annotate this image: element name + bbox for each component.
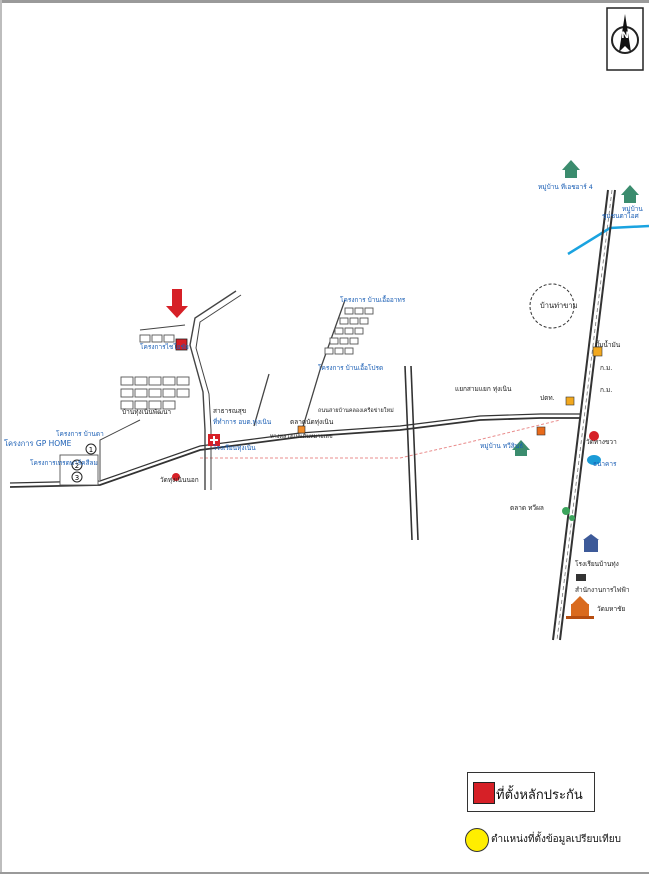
compass-icon: N [606, 7, 644, 71]
label-project-mid: โครงการ บ้านเอื้อโปรด [318, 363, 383, 372]
label-village-top-3: ชุมชนตาไอศ [602, 212, 640, 220]
frame-top [0, 0, 649, 3]
label-project-top-mid: โครงการ บ้านเอื้ออาทร [340, 295, 406, 304]
label-road-mid-2: ถนนสายบ้านคลองเครือข่ายใหม่ [318, 407, 394, 414]
subject-property-marker[interactable] [175, 338, 188, 351]
svg-text:1: 1 [89, 446, 93, 454]
school-right-icon [583, 534, 599, 552]
label-temple-bottom: วัดมหาชัย [597, 605, 626, 613]
market-icon [297, 425, 306, 434]
subject-arrow-icon [166, 289, 188, 318]
legend-comparison-swatch [465, 828, 489, 852]
label-gas: ปั๊มน้ำมัน [595, 340, 621, 349]
label-project-left-3: โครงการเทรดพาร์คสีลม [30, 459, 98, 467]
label-junction: แยกสามแยก ทุ่งเนิน [455, 385, 512, 393]
comparable-marker-3[interactable]: 3 [71, 471, 83, 483]
label-village-left: บ้านทุ่งเนินพัฒนา [122, 408, 171, 416]
frame-bottom [0, 872, 649, 874]
label-ban-tha-kham: บ้านท่าขาม [540, 301, 578, 310]
temple-right-icon [589, 431, 599, 441]
label-village-top-1: หมู่บ้าน ทีเอชอาร์ 4 [538, 183, 593, 191]
hospital-icon [208, 434, 220, 446]
pagoda-icon-top-1 [562, 160, 580, 178]
road-vertical-mid [404, 365, 419, 541]
label-health: สาธารณสุข [213, 407, 246, 415]
label-village-right: หมู่บ้าน ทวีสินธ์ [480, 442, 523, 450]
comparable-marker-2[interactable]: 2 [71, 459, 83, 471]
office-right-icon [576, 574, 586, 581]
label-station: ปตท. [540, 394, 555, 402]
area-circle [529, 283, 575, 329]
school-icon [592, 346, 603, 357]
bank-icon [587, 455, 601, 465]
legend-subject-swatch [473, 782, 495, 804]
pagoda-icon-right [512, 440, 530, 456]
label-temple-right: วัดทางขวา [586, 438, 617, 446]
label-office-tambon: ที่ทำการ อบต.ทุ่งเนิน [213, 417, 272, 426]
label-school-right: โรงเรียนบ้านทุ่ง [575, 560, 619, 568]
label-office-right: สำนักงานการไฟฟ้า [575, 586, 630, 594]
legend-comparison: ตำแหน่งที่ตั้งข้อมูลเปรียบเทียบ [465, 826, 647, 854]
legend-comparison-label: ตำแหน่งที่ตั้งข้อมูลเปรียบเทียบ [491, 834, 621, 845]
svg-text:3: 3 [75, 474, 79, 482]
main-road [9, 413, 580, 488]
pagoda-icon-top-2 [621, 185, 639, 203]
label-bank: ธนาคาร [593, 460, 617, 468]
legend-subject: ที่ตั้งหลักประกัน [467, 772, 595, 812]
label-village-top-2: หมู่บ้าน [622, 205, 643, 213]
label-market-right: ตลาด ทวีผล [510, 504, 544, 512]
frame-left [0, 0, 2, 874]
compass-letter: N [621, 31, 629, 41]
label-km-1: ก.ม. [600, 364, 612, 372]
label-project-left-2: โครงการ บ้านดา [56, 430, 104, 438]
label-temple-left: วัดทุ่งเนินนอก [160, 476, 199, 484]
shop-icon [536, 426, 546, 436]
temple-bottom-icon [566, 596, 594, 619]
label-gp-home: โครงการ GP HOME [4, 439, 72, 448]
park-icon [562, 507, 575, 521]
label-market-mid: ตลาดนัดทุ่งเนิน [290, 418, 334, 426]
label-road-mid: ทางหลวงแผ่นดินหมายเลข [270, 433, 333, 440]
station-icon [565, 396, 575, 406]
svg-text:2: 2 [75, 462, 79, 470]
temple-left-icon [172, 473, 180, 481]
label-school-left: โรงเรียนทุ่งเนิน [213, 444, 256, 452]
label-km-2: ก.ม. [600, 386, 612, 394]
label-project-left-top: โครงการไชโยชัย [140, 343, 189, 351]
comparable-marker-1[interactable]: 1 [85, 443, 97, 455]
main-highway [552, 189, 616, 641]
housing-blocks-mid [324, 307, 374, 355]
legend-subject-label: ที่ตั้งหลักประกัน [496, 788, 583, 803]
